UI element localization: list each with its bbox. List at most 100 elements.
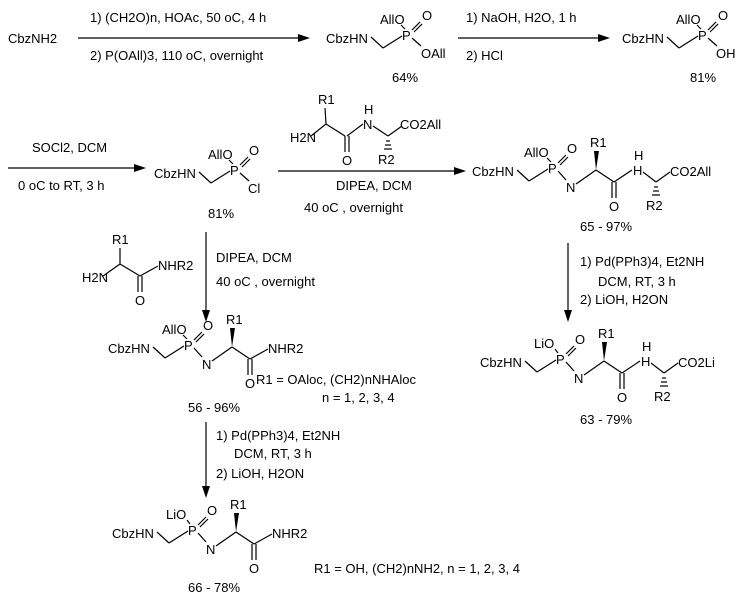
conditions-2-line-2: 2) HCl bbox=[466, 48, 503, 63]
conditions-2-line-1: 1) NaOH, H2O, 1 h bbox=[466, 10, 577, 25]
conditions-1-line-1: 1) (CH2O)n, HOAc, 50 oC, 4 h bbox=[90, 10, 266, 25]
svg-text:CO2All: CO2All bbox=[670, 164, 711, 179]
svg-text:R2: R2 bbox=[654, 389, 671, 404]
conditions-3-line-1: SOCl2, DCM bbox=[32, 140, 107, 155]
svg-text:P: P bbox=[184, 338, 193, 353]
reaction-arrow-7 bbox=[202, 422, 210, 498]
svg-text:CbzHN: CbzHN bbox=[472, 164, 514, 179]
dipeptide-reagent: R1 H2N O H N CO2All R2 bbox=[290, 92, 441, 168]
yield-1: 64% bbox=[392, 70, 418, 85]
r1-definition-1: R1 = OAloc, (CH2)nNHAloc bbox=[256, 372, 417, 387]
svg-text:OH: OH bbox=[716, 46, 736, 61]
svg-text:R1: R1 bbox=[112, 232, 129, 247]
yield-2: 81% bbox=[690, 70, 716, 85]
starting-material: CbzNH2 bbox=[8, 31, 57, 46]
svg-text:AllO: AllO bbox=[524, 145, 549, 160]
amino-amide-reagent: R1 H2N O NHR2 bbox=[82, 232, 193, 308]
reaction-arrow-4 bbox=[278, 167, 466, 175]
svg-text:H2N: H2N bbox=[82, 270, 108, 285]
svg-text:CbzHN: CbzHN bbox=[112, 526, 154, 541]
conditions-4-line-1: DIPEA, DCM bbox=[336, 178, 412, 193]
svg-text:AllO: AllO bbox=[162, 322, 187, 337]
svg-text:O: O bbox=[718, 8, 728, 23]
phosphonate-diallyl: CbzHN P AllO O OAll bbox=[326, 8, 446, 61]
conditions-6-line-1: DIPEA, DCM bbox=[216, 250, 292, 265]
svg-text:O: O bbox=[249, 561, 259, 576]
svg-text:P: P bbox=[548, 161, 557, 176]
yield-5: 63 - 79% bbox=[580, 412, 632, 427]
svg-text:P: P bbox=[402, 28, 411, 43]
conditions-7-line-3: 2) LiOH, H2ON bbox=[216, 466, 304, 481]
svg-text:P: P bbox=[556, 352, 565, 367]
svg-text:H: H bbox=[633, 163, 642, 178]
svg-text:N: N bbox=[566, 180, 575, 195]
phosphonamidate-dipeptide-lithium: CbzHN LiO P O N R1 O H H CO2Li R2 bbox=[480, 326, 715, 405]
svg-text:AllO: AllO bbox=[208, 147, 233, 162]
svg-text:P: P bbox=[230, 163, 239, 178]
svg-text:CbzHN: CbzHN bbox=[480, 355, 522, 370]
conditions-7-line-1: 1) Pd(PPh3)4, Et2NH bbox=[216, 428, 340, 443]
svg-text:H: H bbox=[634, 148, 643, 163]
svg-text:N: N bbox=[206, 542, 215, 557]
conditions-3-line-2: 0 oC to RT, 3 h bbox=[18, 178, 104, 193]
svg-text:CbzHN: CbzHN bbox=[622, 31, 664, 46]
svg-text:O: O bbox=[575, 332, 585, 347]
svg-text:O: O bbox=[342, 153, 352, 168]
svg-text:CO2Li: CO2Li bbox=[678, 355, 715, 370]
svg-text:O: O bbox=[245, 376, 255, 391]
phosphonamidate-amide-allyl: CbzHN AllO P O N R1 O NHR2 bbox=[108, 312, 303, 391]
svg-text:O: O bbox=[617, 390, 627, 405]
svg-text:LiO: LiO bbox=[534, 336, 554, 351]
yield-7: 66 - 78% bbox=[188, 580, 240, 595]
svg-text:O: O bbox=[567, 141, 577, 156]
reaction-arrow-3 bbox=[8, 164, 146, 172]
phosphonamidate-dipeptide-allyl: CbzHN AllO P O N R1 O H H CO2All R2 bbox=[472, 135, 711, 214]
svg-text:O: O bbox=[135, 293, 145, 308]
svg-text:CbzHN: CbzHN bbox=[154, 166, 196, 181]
svg-text:NHR2: NHR2 bbox=[158, 258, 193, 273]
svg-text:N: N bbox=[202, 357, 211, 372]
svg-text:AllO: AllO bbox=[380, 12, 405, 27]
svg-text:CbzHN: CbzHN bbox=[326, 31, 368, 46]
svg-text:R2: R2 bbox=[378, 152, 395, 167]
svg-text:H: H bbox=[641, 354, 650, 369]
r1-definition-final: R1 = OH, (CH2)nNH2, n = 1, 2, 3, 4 bbox=[314, 561, 520, 576]
svg-text:O: O bbox=[203, 318, 213, 333]
svg-text:R1: R1 bbox=[318, 92, 335, 107]
yield-6: 56 - 96% bbox=[188, 400, 240, 415]
reaction-arrow-1 bbox=[78, 34, 310, 42]
svg-text:H2N: H2N bbox=[290, 130, 316, 145]
r1-definition-2: n = 1, 2, 3, 4 bbox=[322, 390, 395, 405]
svg-text:R1: R1 bbox=[230, 497, 247, 512]
conditions-5-line-1: 1) Pd(PPh3)4, Et2NH bbox=[580, 254, 704, 269]
conditions-7-line-2: DCM, RT, 3 h bbox=[234, 446, 312, 461]
conditions-1-line-2: 2) P(OAll)3, 110 oC, overnight bbox=[90, 48, 264, 63]
svg-text:R2: R2 bbox=[646, 198, 663, 213]
conditions-5-line-3: 2) LiOH, H2ON bbox=[580, 292, 668, 307]
phosphonate-monoallyl: CbzHN P AllO O OH bbox=[622, 8, 736, 61]
phosphonamidate-amide-lithium: CbzHN LiO P O N R1 O NHR2 bbox=[112, 497, 307, 576]
svg-text:CbzHN: CbzHN bbox=[108, 341, 150, 356]
conditions-6-line-2: 40 oC , overnight bbox=[216, 274, 315, 289]
reaction-arrow-2 bbox=[458, 34, 610, 42]
svg-text:P: P bbox=[188, 523, 197, 538]
phosphonochloridate: CbzHN P AllO O Cl bbox=[154, 143, 260, 196]
svg-text:NHR2: NHR2 bbox=[272, 526, 307, 541]
yield-4: 65 - 97% bbox=[580, 219, 632, 234]
svg-text:AllO: AllO bbox=[676, 12, 701, 27]
svg-text:NHR2: NHR2 bbox=[268, 341, 303, 356]
svg-text:O: O bbox=[422, 8, 432, 23]
svg-text:O: O bbox=[609, 199, 619, 214]
svg-text:O: O bbox=[207, 503, 217, 518]
svg-text:H: H bbox=[364, 102, 373, 117]
svg-text:N: N bbox=[363, 117, 372, 132]
svg-text:H: H bbox=[642, 339, 651, 354]
yield-3: 81% bbox=[208, 206, 234, 221]
svg-text:OAll: OAll bbox=[421, 46, 446, 61]
svg-text:LiO: LiO bbox=[166, 507, 186, 522]
svg-text:R1: R1 bbox=[598, 326, 615, 341]
svg-text:Cl: Cl bbox=[248, 181, 260, 196]
svg-text:R1: R1 bbox=[226, 312, 243, 327]
svg-text:R1: R1 bbox=[590, 135, 607, 150]
